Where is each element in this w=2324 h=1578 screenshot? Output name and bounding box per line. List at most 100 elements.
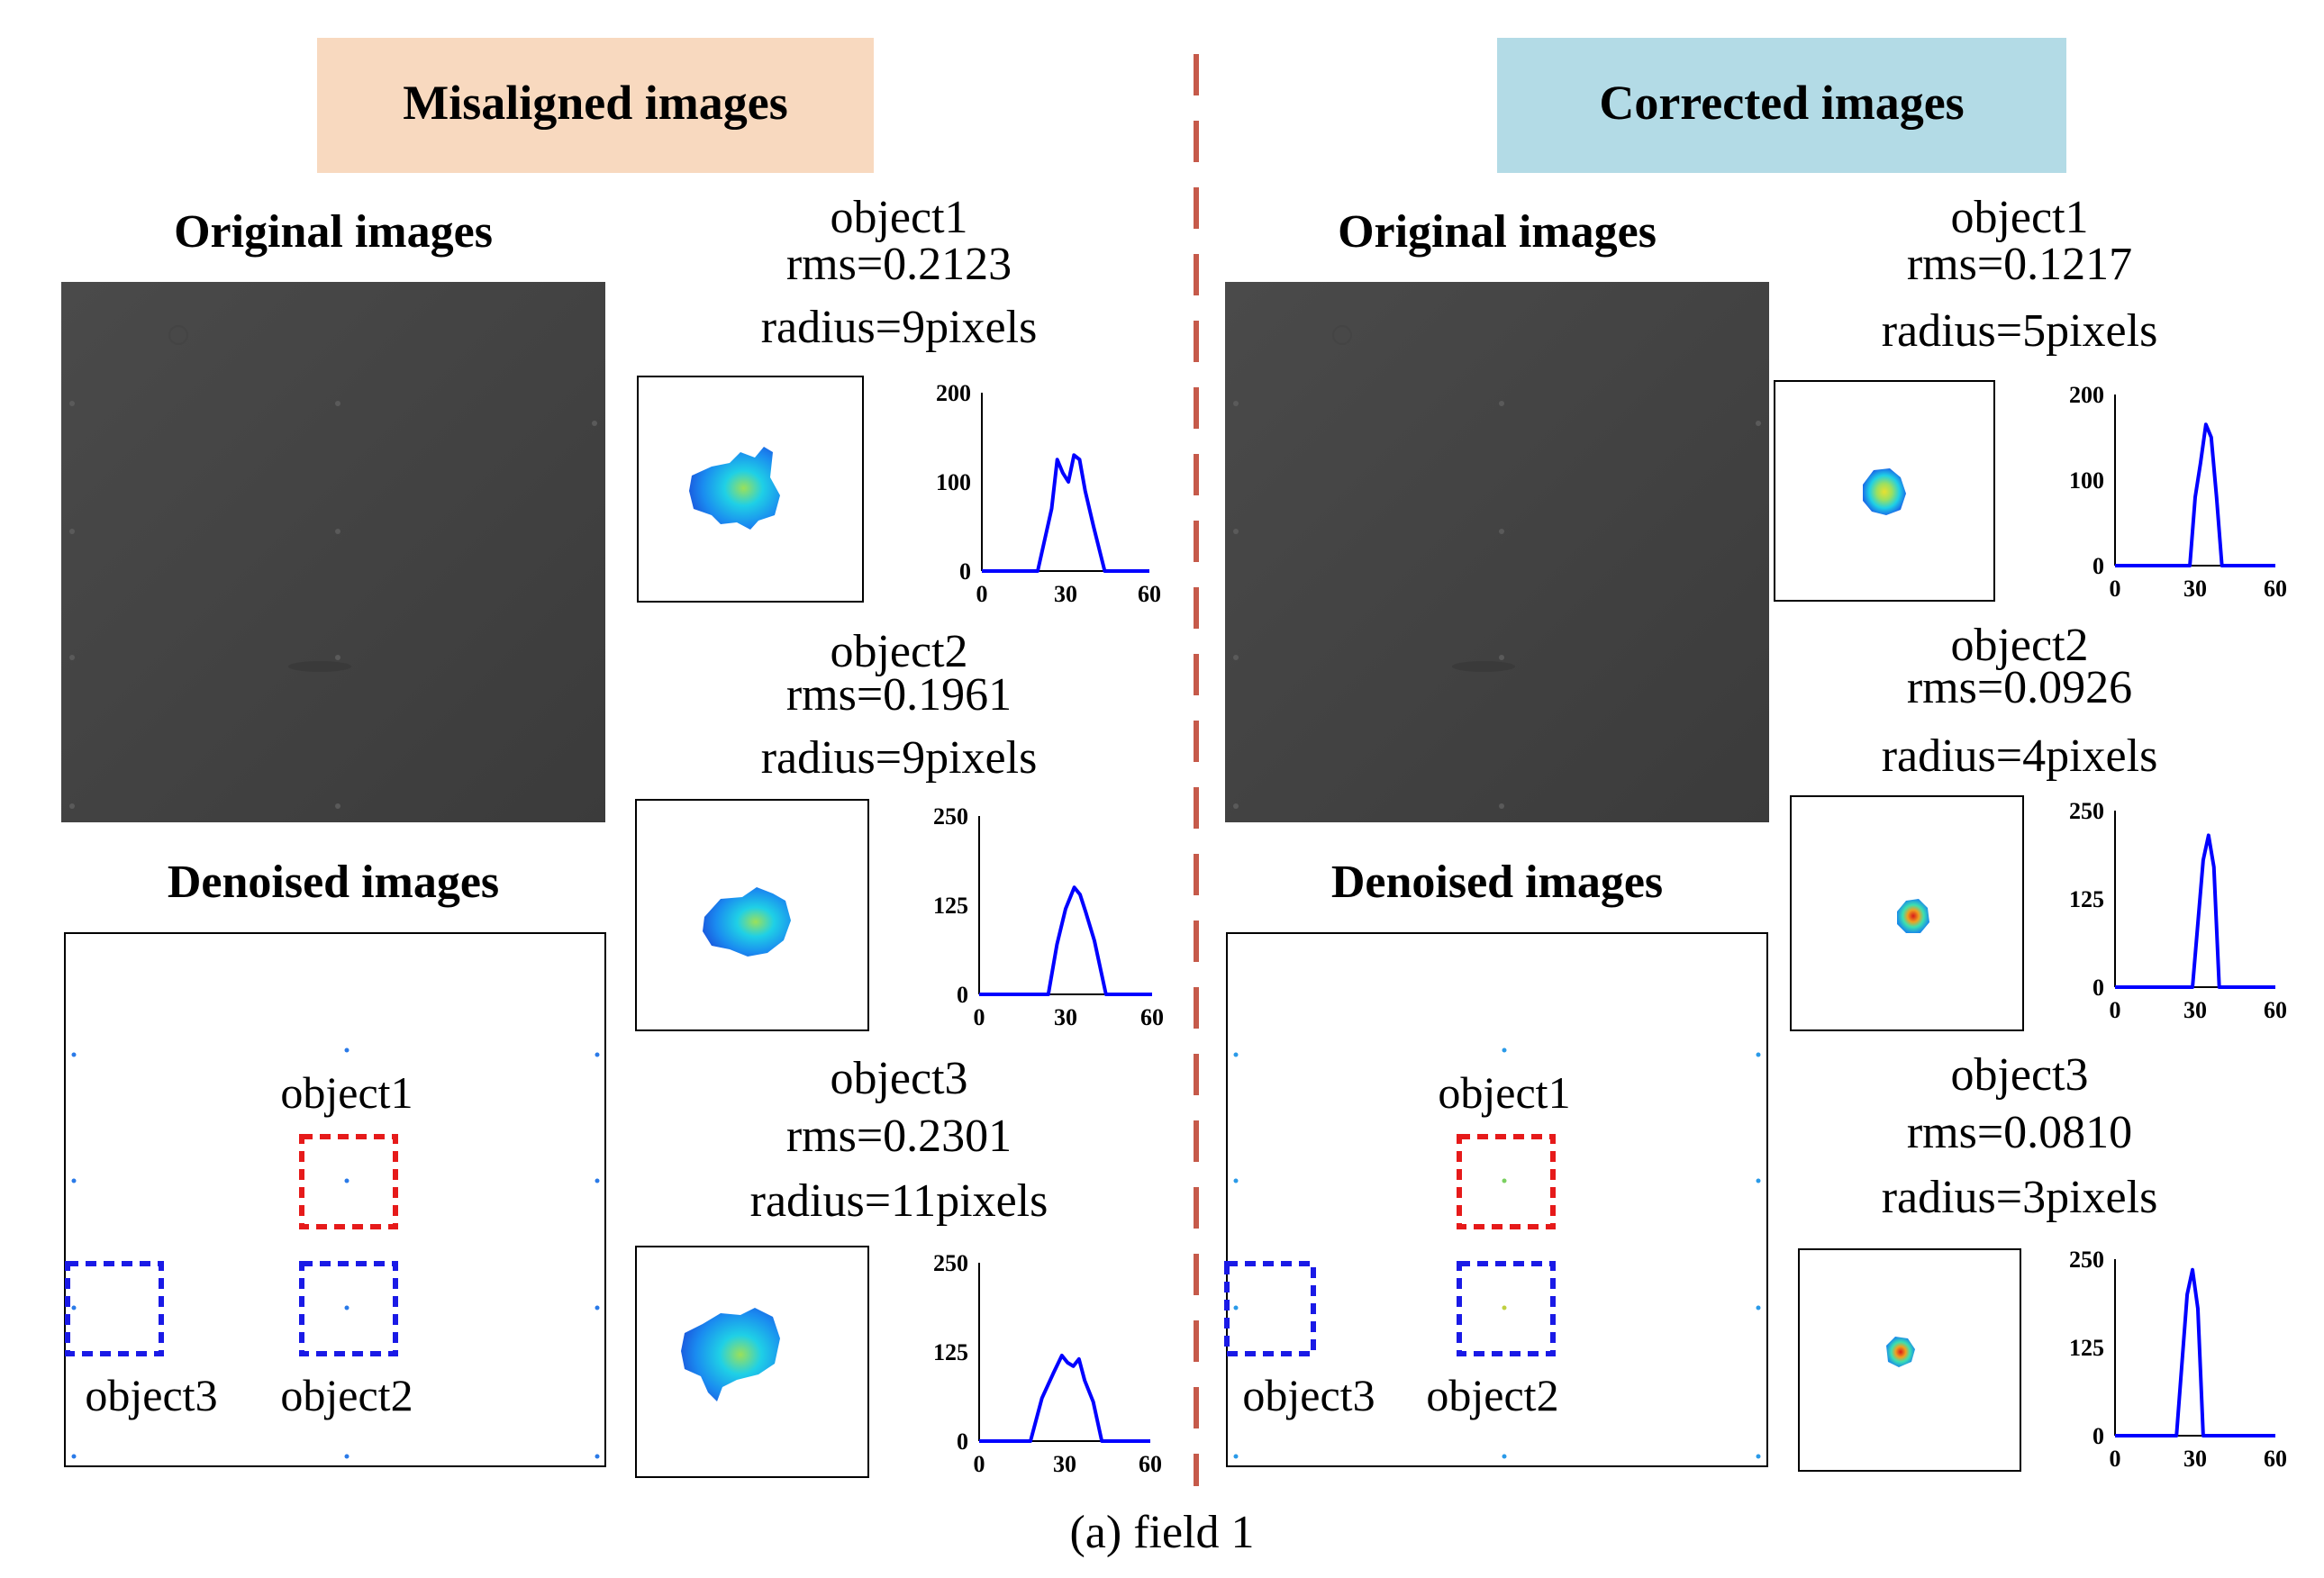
object2-box-corrected	[1457, 1261, 1556, 1356]
object1-name-corrected: object1	[1950, 192, 2088, 243]
denoised-heading: Denoised images	[168, 857, 499, 908]
banner-corrected	[1497, 38, 2066, 173]
y-tick-label: 125	[933, 893, 968, 919]
panel-misaligned: Misaligned images Original images Denois…	[61, 38, 1164, 1478]
map-label-object1: object1	[280, 1067, 413, 1118]
y-tick-label: 100	[2069, 467, 2104, 494]
profile-line	[2115, 422, 2275, 567]
object1-profile-chart: 0 30 60 0 100 200	[936, 380, 1161, 607]
x-tick-label: 0	[976, 581, 988, 607]
x-tick-label: 0	[974, 1451, 985, 1477]
object1-profile-chart-corrected: 0 30 60 0 100 200	[2069, 382, 2287, 602]
y-tick-label: 0	[2093, 1423, 2104, 1449]
y-tick-label: 200	[2069, 382, 2104, 408]
object1-rms: rms=0.2123	[786, 239, 1012, 290]
map-label-object3-corrected: object3	[1242, 1370, 1375, 1420]
x-tick-label: 0	[974, 1004, 985, 1030]
object2-spot-image	[635, 799, 869, 1031]
object1-rms-corrected: rms=0.1217	[1907, 239, 2132, 290]
object3-name: object3	[830, 1053, 967, 1104]
x-tick-label: 0	[2110, 576, 2121, 602]
object1-radius: radius=9pixels	[761, 302, 1038, 353]
x-tick-label: 30	[1054, 581, 1077, 607]
y-tick-label: 100	[936, 469, 971, 495]
panel-corrected: Corrected images Original images Denoise…	[1224, 38, 2287, 1472]
profile-line	[2115, 1267, 2275, 1437]
y-tick-label: 125	[933, 1339, 968, 1365]
x-tick-label: 30	[1053, 1451, 1076, 1477]
x-tick-label: 30	[2183, 1446, 2207, 1472]
object3-rms-corrected: rms=0.0810	[1907, 1107, 2132, 1158]
banner-misaligned	[317, 38, 874, 173]
object1-name: object1	[830, 192, 967, 243]
original-heading: Original images	[174, 206, 493, 258]
y-tick-label: 125	[2069, 886, 2104, 912]
original-image	[61, 282, 605, 822]
x-tick-label: 60	[1139, 1451, 1162, 1477]
object2-profile-chart-corrected: 0 30 60 0 125 250	[2069, 798, 2287, 1023]
original-image-corrected	[1225, 282, 1769, 822]
object3-name-corrected: object3	[1950, 1049, 2088, 1101]
x-tick-label: 0	[2110, 997, 2121, 1023]
profile-line	[982, 453, 1149, 573]
x-tick-label: 60	[2264, 1446, 2287, 1472]
y-tick-label: 0	[2093, 553, 2104, 579]
object1-spot-image	[637, 376, 864, 603]
banner-corrected-label: Corrected images	[1599, 76, 1964, 130]
y-tick-label: 0	[2093, 975, 2104, 1001]
x-tick-label: 30	[2183, 997, 2207, 1023]
object3-box	[65, 1261, 164, 1356]
y-tick-label: 200	[936, 380, 971, 406]
star-points	[69, 401, 597, 809]
y-tick-label: 0	[957, 1428, 968, 1455]
y-tick-label: 125	[2069, 1335, 2104, 1361]
x-tick-label: 60	[1138, 581, 1161, 607]
object1-box-corrected	[1457, 1134, 1556, 1229]
y-tick-label: 0	[959, 558, 971, 585]
x-tick-label: 30	[1054, 1004, 1077, 1030]
object2-radius-corrected: radius=4pixels	[1882, 730, 2158, 782]
object2-name-corrected: object2	[1950, 620, 2088, 671]
y-tick-label: 250	[933, 803, 968, 830]
profile-line	[979, 885, 1152, 996]
object3-radius: radius=11pixels	[750, 1175, 1049, 1227]
y-tick-label: 250	[2069, 1247, 2104, 1273]
object2-rms: rms=0.1961	[786, 669, 1012, 721]
object2-radius: radius=9pixels	[761, 732, 1038, 784]
object2-rms-corrected: rms=0.0926	[1907, 662, 2132, 713]
denoised-map: object1 object3 object2	[64, 932, 606, 1467]
x-tick-label: 30	[2183, 576, 2207, 602]
profile-line	[2115, 833, 2275, 989]
y-tick-label: 0	[957, 982, 968, 1008]
denoised-map-corrected: object1 object3 object2	[1224, 932, 1768, 1467]
object2-name: object2	[830, 626, 967, 677]
original-heading-corrected: Original images	[1338, 206, 1657, 258]
y-tick-label: 250	[2069, 798, 2104, 824]
object3-spot-image-corrected	[1798, 1248, 2021, 1472]
x-tick-label: 60	[1140, 1004, 1164, 1030]
object2-box	[299, 1261, 398, 1356]
object1-radius-corrected: radius=5pixels	[1882, 305, 2158, 357]
caption: (a) field 1	[1069, 1507, 1254, 1558]
object3-rms: rms=0.2301	[786, 1111, 1012, 1162]
map-label-object2: object2	[280, 1370, 413, 1420]
map-label-object2-corrected: object2	[1426, 1370, 1558, 1420]
object2-spot-image-corrected	[1790, 795, 2024, 1031]
banner-misaligned-label: Misaligned images	[403, 76, 788, 130]
x-tick-label: 60	[2264, 576, 2287, 602]
profile-line	[979, 1353, 1150, 1443]
object1-spot-image-corrected	[1774, 380, 1995, 602]
x-tick-label: 0	[2110, 1446, 2121, 1472]
object3-spot-image	[635, 1246, 869, 1478]
x-tick-label: 60	[2264, 997, 2287, 1023]
denoised-heading-corrected: Denoised images	[1331, 857, 1663, 908]
object3-box-corrected	[1224, 1261, 1316, 1356]
object1-box	[299, 1134, 398, 1229]
map-label-object3: object3	[85, 1370, 217, 1420]
object3-profile-chart-corrected: 0 30 60 0 125 250	[2069, 1247, 2287, 1472]
map-label-object1-corrected: object1	[1438, 1067, 1570, 1118]
object3-radius-corrected: radius=3pixels	[1882, 1172, 2158, 1223]
object2-profile-chart: 0 30 60 0 125 250	[933, 803, 1164, 1030]
